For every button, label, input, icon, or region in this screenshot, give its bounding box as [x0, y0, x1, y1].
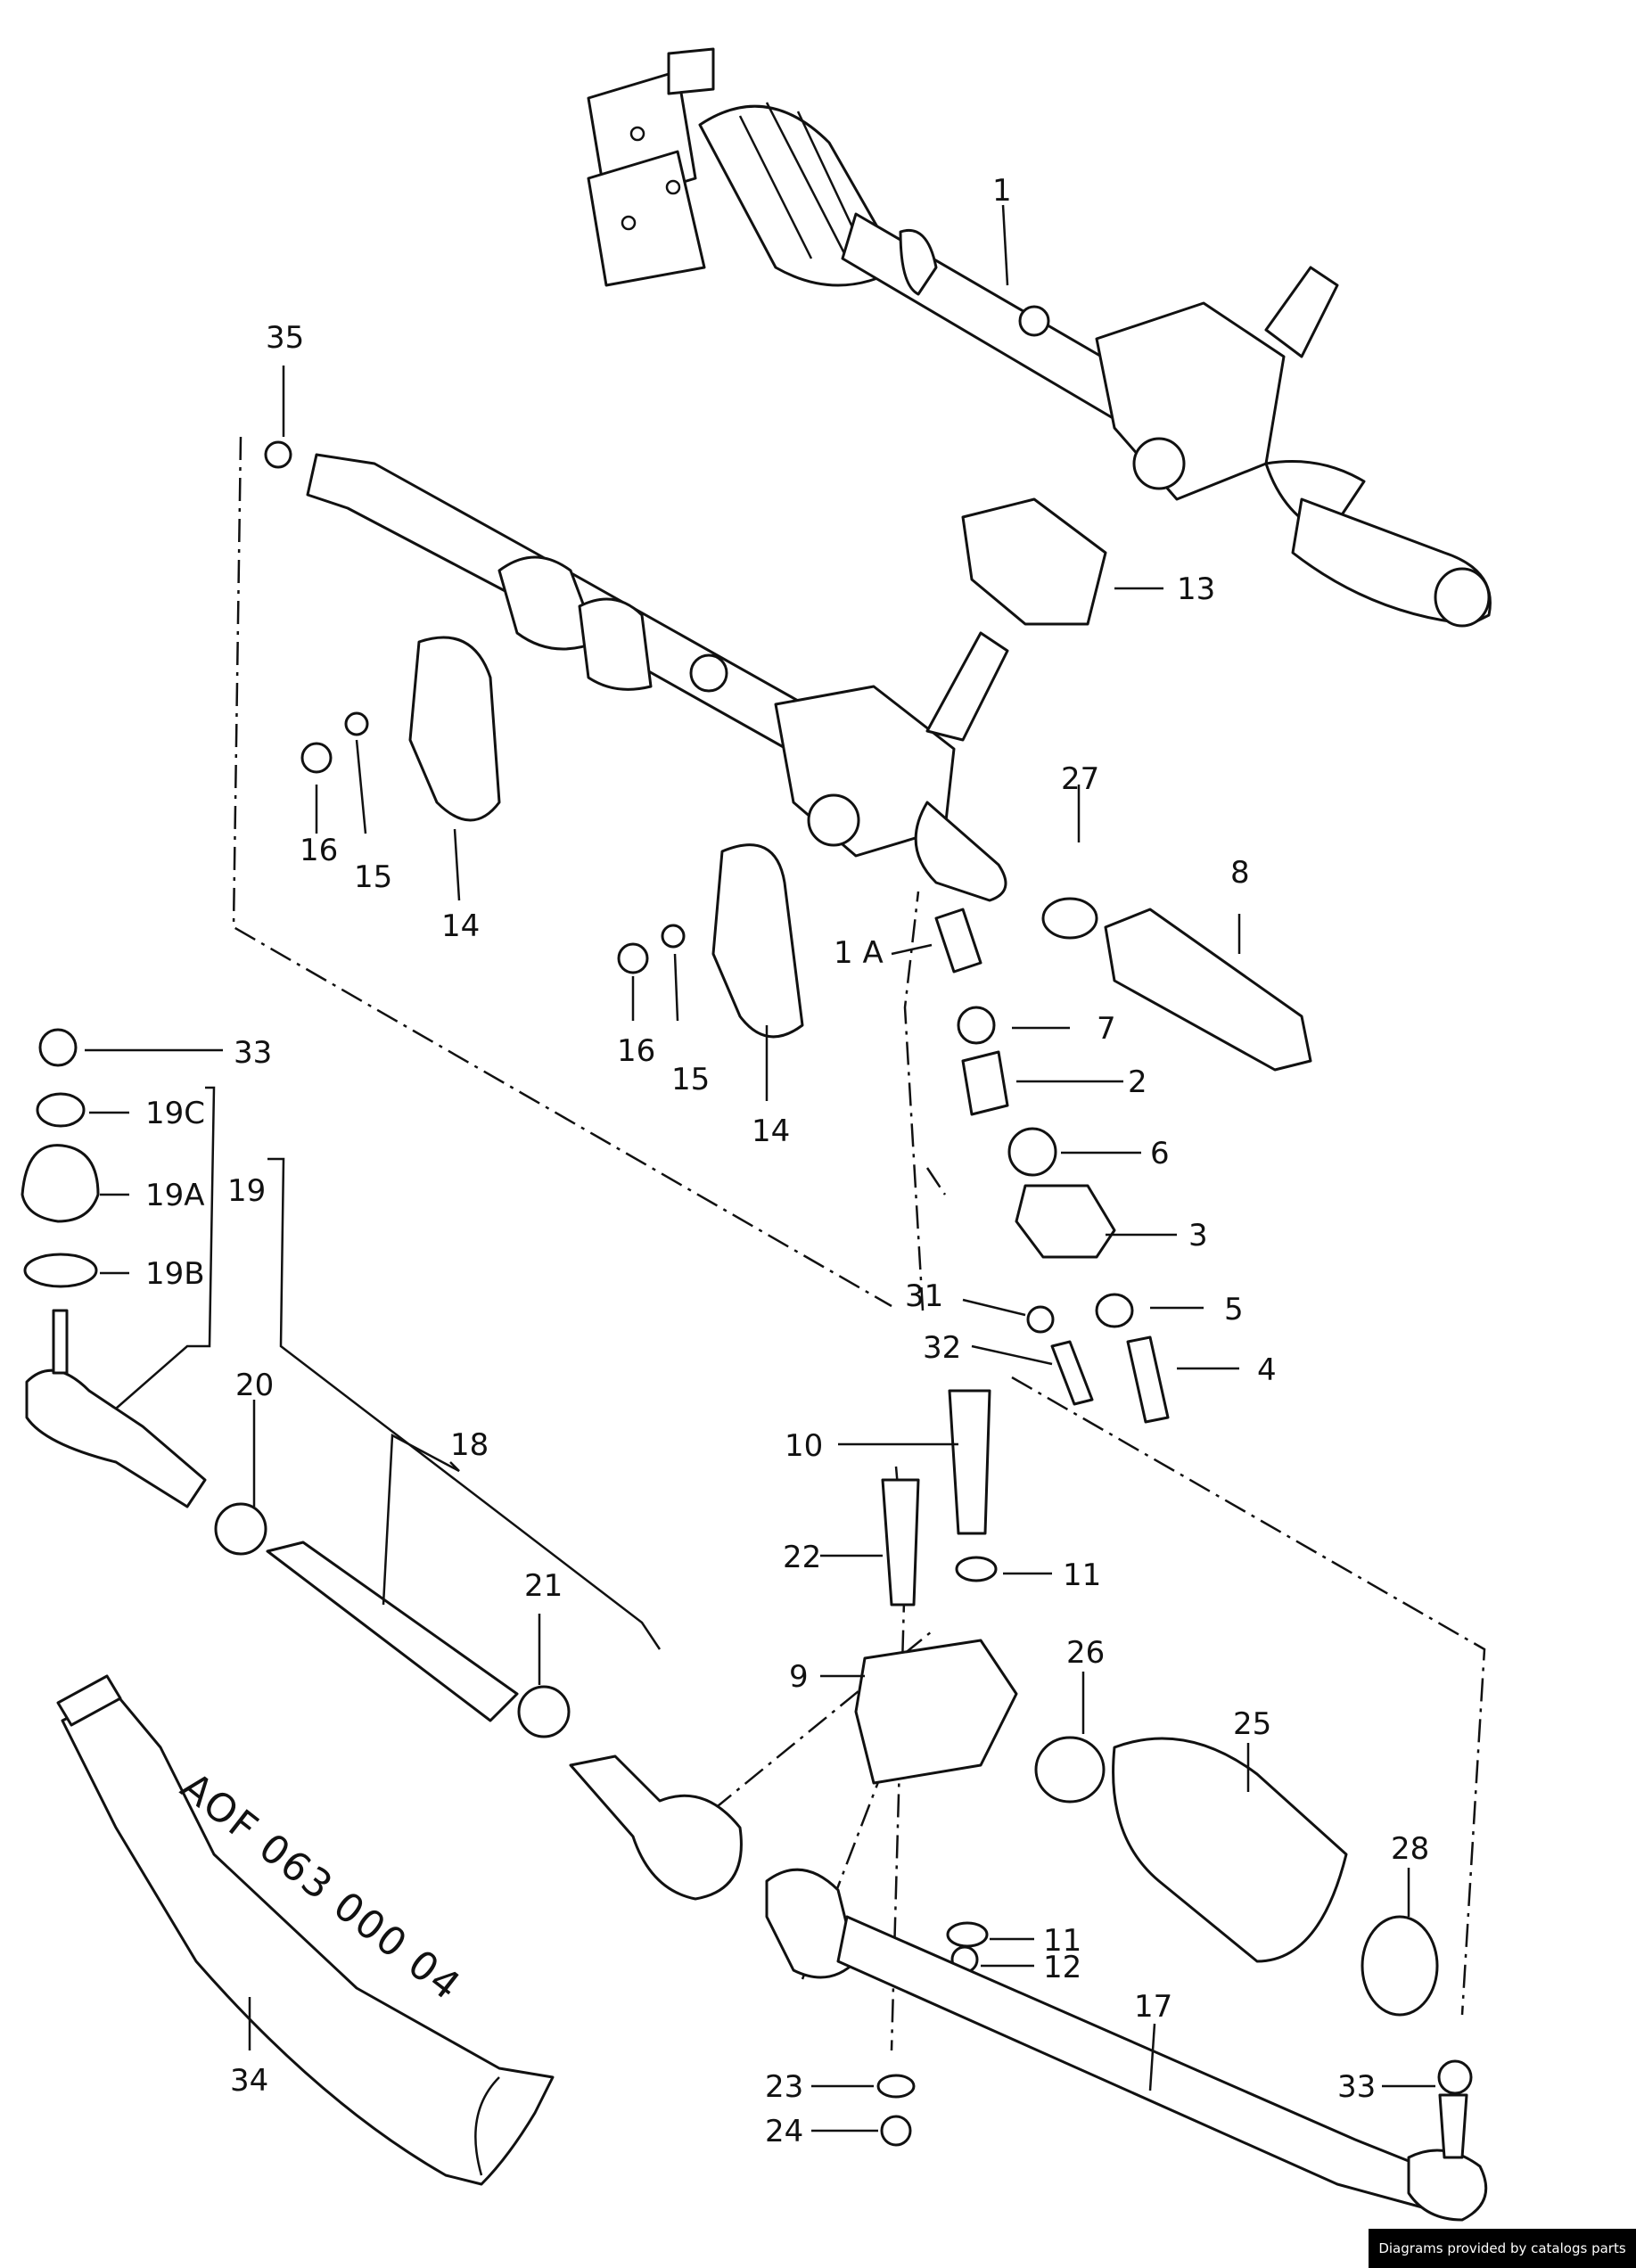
thrust-piece-7: [957, 1006, 996, 1045]
callout-33-left: 33: [234, 1035, 272, 1071]
callout-27: 27: [1061, 761, 1099, 797]
rack-housing: [306, 453, 1009, 902]
cover-3: [1015, 1184, 1116, 1259]
lock-nut-21: [517, 1685, 571, 1738]
callout-7: 7: [1097, 1011, 1116, 1047]
callout-14-left: 14: [441, 908, 480, 944]
callout-24: 24: [765, 2114, 803, 2149]
callout-19c: 19C: [145, 1096, 205, 1131]
bush-26: [1034, 1736, 1106, 1804]
callout-13: 13: [1177, 571, 1215, 607]
lock-nut-20: [214, 1502, 267, 1556]
spring-2: [961, 1050, 1009, 1116]
bracket-14-right: [711, 843, 804, 1039]
boot-19a: [21, 1144, 100, 1223]
callout-15-left: 15: [354, 859, 392, 895]
bracket-14-left: [408, 636, 501, 822]
nut-24: [880, 2115, 912, 2147]
callout-5: 5: [1224, 1292, 1244, 1327]
callout-10: 10: [785, 1428, 823, 1464]
callout-3: 3: [1188, 1218, 1208, 1253]
nut-16-left: [300, 742, 333, 774]
clip-19b: [23, 1253, 98, 1288]
callout-33-right: 33: [1337, 2069, 1376, 2105]
leader-lines: [85, 204, 1435, 2132]
cover-1a: [934, 908, 982, 974]
circlip-35: [264, 440, 292, 469]
callout-28: 28: [1391, 1831, 1429, 1867]
tie-rod-end-left: [25, 1368, 207, 1508]
grease-tube-34: AOF 063 000 04: [56, 1674, 555, 2186]
tie-rod-end-18-right: [569, 1754, 743, 1901]
clamp-27: [1041, 897, 1098, 940]
steering-rack-assembly: [587, 47, 1492, 628]
callout-14-right: 14: [752, 1113, 790, 1149]
bolt-32: [1050, 1340, 1094, 1406]
washer-11-bottom: [946, 1921, 989, 1948]
callout-31: 31: [905, 1278, 943, 1314]
callout-9: 9: [789, 1659, 809, 1695]
callout-12: 12: [1043, 1950, 1081, 1985]
bush-5: [1095, 1293, 1134, 1328]
callout-2: 2: [1128, 1064, 1147, 1100]
callout-19: 19: [227, 1173, 266, 1209]
footer-credit: Diagrams provided by catalogs parts: [1369, 2229, 1636, 2268]
washer-15-left: [344, 711, 369, 736]
washer-15-right: [661, 924, 686, 949]
callout-6: 6: [1150, 1136, 1170, 1171]
bolt-22: [881, 1478, 920, 1606]
callout-11-bottom: 11: [1043, 1923, 1081, 1959]
callout-11-top: 11: [1063, 1557, 1101, 1593]
bolt-4: [1126, 1335, 1170, 1424]
o-ring-6: [1007, 1127, 1057, 1177]
callout-21: 21: [524, 1568, 563, 1604]
callout-1: 1: [992, 173, 1012, 209]
nut-33-left: [38, 1028, 78, 1067]
clip-31: [1026, 1305, 1055, 1334]
callout-19b: 19B: [145, 1256, 205, 1292]
washer-23: [876, 2074, 916, 2099]
callout-labels: 1 1 A 2 3 4 5 6 7 8 9 10 11 11 12 13 14 …: [145, 173, 1429, 2149]
tie-rod-17: [836, 1915, 1446, 2213]
callout-20: 20: [235, 1368, 274, 1403]
bolt-10: [948, 1389, 991, 1535]
nut-16-right: [617, 942, 649, 974]
callout-22: 22: [783, 1540, 821, 1575]
callout-18: 18: [450, 1427, 489, 1463]
ring-19c: [36, 1092, 86, 1128]
callout-16-right: 16: [617, 1033, 655, 1069]
right-tie-rod: [765, 1868, 1488, 2222]
callout-26: 26: [1066, 1635, 1105, 1671]
tie-rod-18: [266, 1541, 519, 1722]
callout-8: 8: [1230, 855, 1250, 891]
callout-34: 34: [230, 2063, 268, 2099]
callout-25: 25: [1233, 1706, 1271, 1742]
callout-1a: 1 A: [834, 935, 884, 971]
callout-32: 32: [923, 1330, 961, 1366]
callout-35: 35: [266, 320, 304, 356]
callout-16-left: 16: [300, 833, 338, 868]
nut-33-right: [1437, 2059, 1473, 2095]
boot-25: [1112, 1737, 1348, 1963]
left-tie-rod: [21, 1028, 743, 1901]
callout-15-right: 15: [671, 1062, 710, 1097]
bracket-13: [961, 497, 1107, 626]
clamp-28: [1361, 1915, 1439, 2017]
callout-23: 23: [765, 2069, 803, 2105]
callout-4: 4: [1257, 1352, 1277, 1388]
callout-19a: 19A: [145, 1178, 205, 1213]
callout-17: 17: [1134, 1989, 1172, 2025]
boot-8: [1104, 908, 1312, 1072]
mounting-9: [854, 1639, 1018, 1785]
washer-11-top: [955, 1556, 998, 1582]
